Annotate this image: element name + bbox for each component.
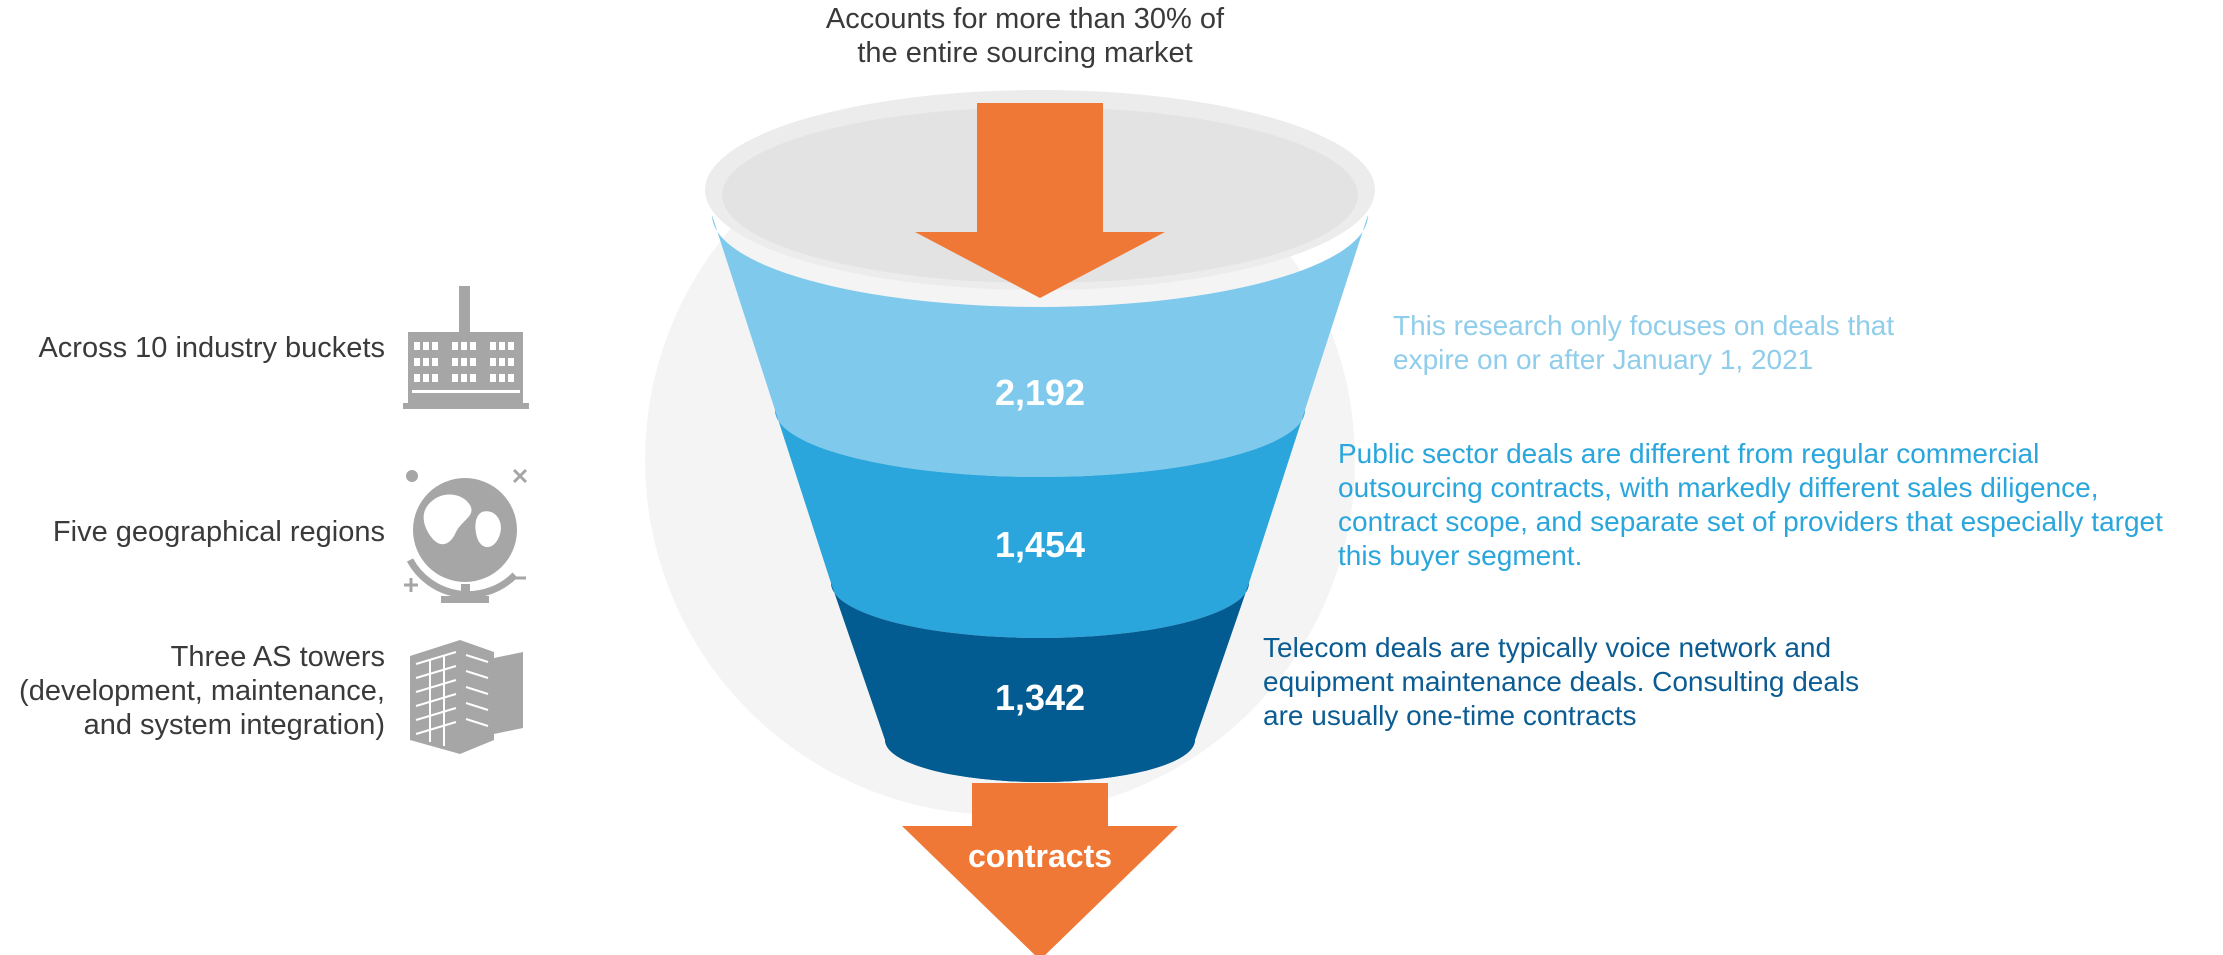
output-arrow: [902, 783, 1178, 955]
server-rack-icon: [410, 640, 523, 754]
output-arrow-label: contracts: [967, 838, 1113, 874]
industry-buckets-label-line-1: Across 10 industry buckets: [38, 332, 385, 364]
stage-1-value: 2,192: [994, 372, 1086, 413]
geographical-regions-label: Five geographical regions: [53, 515, 385, 549]
note-public-sector-line-4: this buyer segment.: [1338, 540, 1583, 571]
note-public-sector-line-1: Public sector deals are different from r…: [1338, 438, 2040, 469]
top-caption: Accounts for more than 30% of the entire…: [800, 2, 1250, 70]
stage-3-value: 1,342: [994, 677, 1086, 718]
input-arrow: [915, 103, 1165, 298]
note-public-sector-line-3: contract scope, and separate set of prov…: [1338, 506, 2163, 537]
top-caption-line-1: Accounts for more than 30% of: [825, 3, 1225, 35]
funnel-stage-1: [712, 215, 1368, 477]
note-expiry-scope-line-2: expire on or after January 1, 2021: [1393, 344, 1814, 375]
as-towers-label: Three AS towers (development, maintenanc…: [19, 640, 385, 742]
note-telecom-consulting-line-1: Telecom deals are typically voice networ…: [1263, 632, 1832, 663]
factory-icon: [403, 286, 529, 409]
funnel-stage-3-bottom: [885, 698, 1195, 782]
as-towers-label-line-1: Three AS towers: [170, 641, 385, 673]
note-expiry-scope: This research only focuses on deals that…: [1393, 309, 1894, 377]
industry-buckets-label: Across 10 industry buckets: [38, 331, 385, 365]
geographical-regions-label-line-1: Five geographical regions: [52, 516, 385, 548]
globe-icon: [404, 468, 528, 603]
note-telecom-consulting-line-3: are usually one-time contracts: [1263, 700, 1637, 731]
as-towers-label-line-3: and system integration): [83, 709, 385, 741]
top-caption-line-2: the entire sourcing market: [857, 37, 1193, 69]
note-public-sector: Public sector deals are different from r…: [1338, 437, 2163, 573]
note-telecom-consulting-line-2: equipment maintenance deals. Consulting …: [1263, 666, 1860, 697]
note-telecom-consulting: Telecom deals are typically voice networ…: [1263, 631, 1859, 733]
as-towers-label-line-2: (development, maintenance,: [19, 675, 385, 707]
note-expiry-scope-line-1: This research only focuses on deals that: [1393, 310, 1895, 341]
note-public-sector-line-2: outsourcing contracts, with markedly dif…: [1338, 472, 2099, 503]
funnel-stage-2: [775, 410, 1305, 638]
stage-2-value: 1,454: [994, 524, 1086, 565]
